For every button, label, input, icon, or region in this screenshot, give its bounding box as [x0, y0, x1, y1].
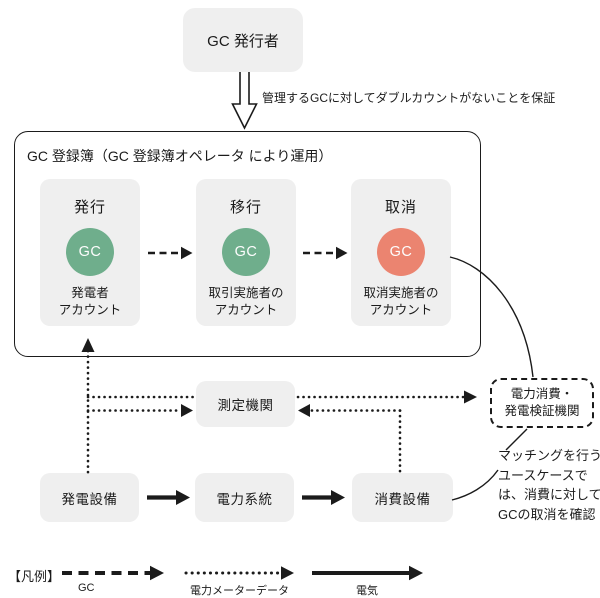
legend-label-meter-data: 電力メーターデータ [190, 585, 289, 597]
electricity-arrow-gen-to-grid [147, 490, 190, 505]
consumption-facility-label: 消費設備 [374, 491, 431, 507]
legend-dashed-arrow [62, 565, 164, 581]
legend-label-electricity: 電気 [356, 585, 378, 597]
step-issue-box: 発行 GC 発電者 アカウント [40, 179, 140, 326]
power-grid-label: 電力系統 [216, 491, 273, 507]
gc-issuer-label: GC 発行者 [207, 32, 279, 50]
step-cancel-box: 取消 GC 取消実施者の アカウント [351, 179, 451, 326]
electricity-arrow-grid-to-consumption [302, 490, 345, 505]
gc-issuer-box: GC 発行者 [183, 8, 303, 72]
verification-org-box: 電力消費・ 発電検証機関 [490, 378, 594, 428]
measurement-org-label: 測定機関 [217, 398, 274, 413]
step-issue-title: 発行 [73, 199, 106, 216]
generation-facility-label: 発電設備 [61, 491, 118, 507]
step-cancel-title: 取消 [384, 199, 417, 216]
measurement-org-box: 測定機関 [196, 381, 295, 427]
step-transfer-account-label: 取引実施者の アカウント [208, 286, 284, 317]
gc-token-cancelled-icon: GC [377, 228, 425, 276]
verification-org-label: 電力消費・ 発電検証機関 [504, 387, 580, 418]
matching-note: マッチングを行う ユースケースで は、消費に対して GCの取消を確認 [498, 448, 600, 522]
legend-dotted-arrow [184, 566, 294, 580]
step-cancel-account-label: 取消実施者の アカウント [363, 286, 439, 317]
step-transfer-box: 移行 GC 取引実施者の アカウント [196, 179, 296, 326]
consumption-facility-box: 消費設備 [352, 473, 453, 522]
registry-title: GC 登録簿（GC 登録簿オペレータ により運用） [27, 148, 333, 164]
issuer-to-registry-arrow [231, 72, 258, 130]
legend-label-gc: GC [78, 582, 95, 594]
step-issue-account-label: 発電者 アカウント [58, 286, 122, 317]
legend-title: 【凡例】 [8, 569, 61, 584]
gc-token-transferred-icon: GC [222, 228, 270, 276]
arrowhead-into-verifier [464, 390, 477, 404]
arrowhead-into-measurement-right [298, 404, 310, 417]
guarantee-note: 管理するGCに対してダブルカウントがないことを保証 [262, 91, 556, 105]
gc-token-issued-icon: GC [66, 228, 114, 276]
generation-facility-box: 発電設備 [40, 473, 139, 522]
step-transfer-title: 移行 [229, 199, 262, 216]
power-grid-box: 電力系統 [195, 473, 294, 522]
legend-solid-arrow [312, 565, 423, 581]
curve-consumption-to-note [451, 469, 499, 501]
arrowhead-into-measurement-left [181, 404, 193, 417]
